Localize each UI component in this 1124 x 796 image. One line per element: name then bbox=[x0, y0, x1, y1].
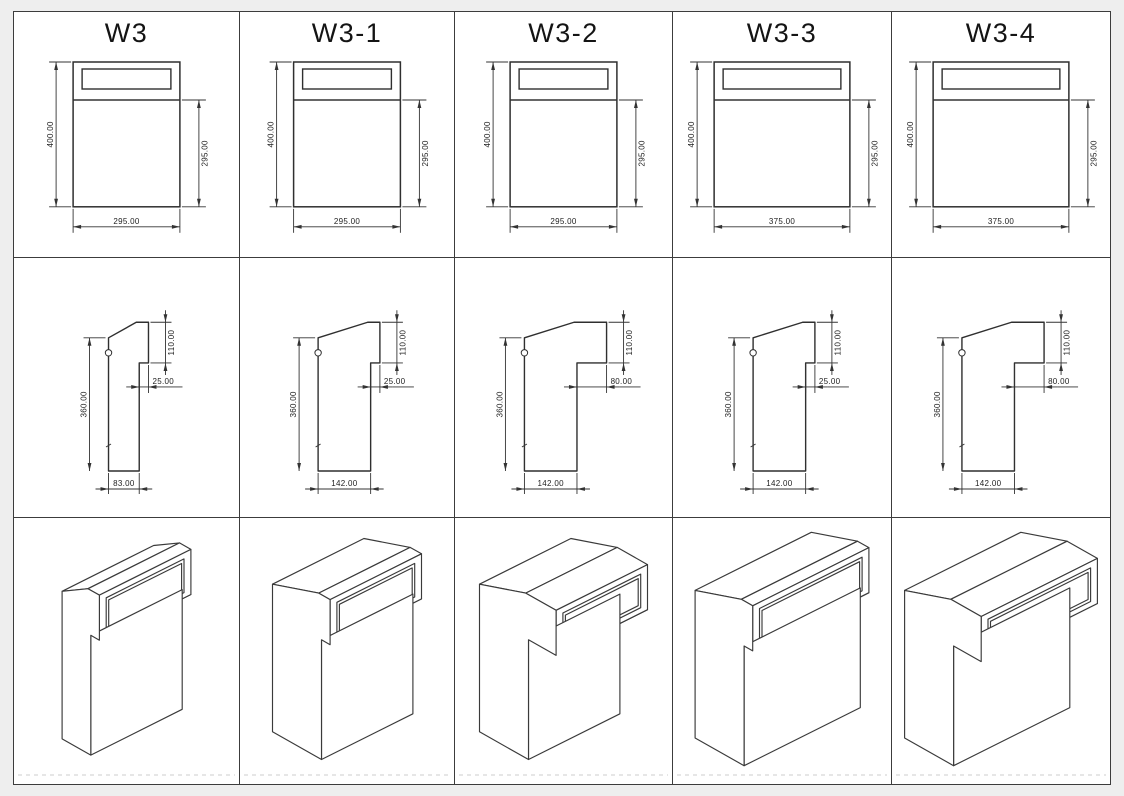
isometric-view-drawing bbox=[677, 531, 887, 776]
front-view-drawing: 400.00 295.00 375.00 bbox=[687, 61, 879, 233]
iso-view-cell bbox=[892, 518, 1110, 784]
side-view-cell: 360.00 110.00 25.00 142.00 bbox=[673, 258, 892, 518]
iso-view-cell bbox=[14, 518, 240, 784]
side-view-drawing: 360.00 110.00 80.00 142.00 bbox=[933, 310, 1079, 494]
svg-text:400.00: 400.00 bbox=[906, 121, 915, 148]
svg-text:25.00: 25.00 bbox=[819, 377, 841, 386]
svg-text:110.00: 110.00 bbox=[1063, 330, 1072, 356]
front-view-cell: W3-3 400.00 295.00 375.00 bbox=[673, 12, 892, 258]
svg-text:110.00: 110.00 bbox=[625, 330, 634, 356]
isometric-view-drawing bbox=[244, 537, 450, 776]
isometric-view-drawing bbox=[18, 542, 235, 776]
side-view-drawing: 360.00 110.00 25.00 142.00 bbox=[724, 310, 849, 494]
variant-title: W3-2 bbox=[528, 18, 599, 48]
svg-text:142.00: 142.00 bbox=[538, 479, 565, 488]
iso-view-cell bbox=[240, 518, 455, 784]
variant-title: W3-1 bbox=[311, 18, 383, 48]
svg-text:360.00: 360.00 bbox=[289, 391, 298, 418]
svg-text:360.00: 360.00 bbox=[933, 391, 942, 418]
variant-title: W3-3 bbox=[746, 18, 818, 48]
svg-text:110.00: 110.00 bbox=[833, 330, 842, 356]
svg-text:295.00: 295.00 bbox=[550, 217, 577, 226]
front-view-cell: W3 400.00 295.00 295.00 bbox=[14, 12, 240, 258]
svg-text:110.00: 110.00 bbox=[167, 330, 176, 356]
svg-text:400.00: 400.00 bbox=[46, 121, 55, 148]
front-view-cell: W3-1 400.00 295.00 295.00 bbox=[240, 12, 455, 258]
side-view-cell: 360.00 110.00 80.00 142.00 bbox=[892, 258, 1110, 518]
side-view-drawing: 360.00 110.00 25.00 83.00 bbox=[80, 310, 183, 494]
svg-text:25.00: 25.00 bbox=[152, 377, 174, 386]
svg-text:295.00: 295.00 bbox=[113, 217, 140, 226]
svg-text:80.00: 80.00 bbox=[1048, 377, 1070, 386]
svg-text:110.00: 110.00 bbox=[398, 330, 407, 356]
front-view-drawing: 400.00 295.00 375.00 bbox=[906, 61, 1098, 233]
svg-text:295.00: 295.00 bbox=[421, 140, 430, 167]
front-view-drawing: 400.00 295.00 295.00 bbox=[46, 61, 209, 233]
side-view-cell: 360.00 110.00 25.00 142.00 bbox=[240, 258, 455, 518]
front-view-drawing: 400.00 295.00 295.00 bbox=[267, 61, 430, 233]
variant-title: W3 bbox=[104, 18, 149, 48]
front-view-drawing: 400.00 295.00 295.00 bbox=[483, 61, 646, 233]
iso-view-cell bbox=[673, 518, 892, 784]
side-view-cell: 360.00 110.00 80.00 142.00 bbox=[455, 258, 673, 518]
svg-text:375.00: 375.00 bbox=[988, 217, 1015, 226]
svg-text:360.00: 360.00 bbox=[495, 391, 504, 418]
front-view-cell: W3-2 400.00 295.00 295.00 bbox=[455, 12, 673, 258]
isometric-view-drawing bbox=[459, 537, 668, 776]
side-view-cell: 360.00 110.00 25.00 83.00 bbox=[14, 258, 240, 518]
svg-text:83.00: 83.00 bbox=[113, 479, 135, 488]
svg-text:142.00: 142.00 bbox=[331, 479, 358, 488]
svg-text:142.00: 142.00 bbox=[766, 479, 793, 488]
iso-view-cell bbox=[455, 518, 673, 784]
side-view-drawing: 360.00 110.00 25.00 142.00 bbox=[289, 310, 414, 494]
svg-text:360.00: 360.00 bbox=[80, 391, 89, 418]
svg-text:295.00: 295.00 bbox=[637, 140, 646, 167]
svg-text:400.00: 400.00 bbox=[267, 121, 276, 148]
svg-text:25.00: 25.00 bbox=[384, 377, 406, 386]
svg-text:295.00: 295.00 bbox=[200, 140, 209, 167]
svg-text:142.00: 142.00 bbox=[975, 479, 1002, 488]
side-view-drawing: 360.00 110.00 80.00 142.00 bbox=[495, 310, 641, 494]
svg-text:80.00: 80.00 bbox=[611, 377, 633, 386]
front-view-cell: W3-4 400.00 295.00 375.00 bbox=[892, 12, 1110, 258]
svg-text:400.00: 400.00 bbox=[483, 121, 492, 148]
svg-text:400.00: 400.00 bbox=[687, 121, 696, 148]
variant-title: W3-4 bbox=[965, 18, 1037, 48]
svg-text:375.00: 375.00 bbox=[769, 217, 796, 226]
drawing-sheet: W3 400.00 295.00 295.00 W3-1 400.00 295.00 2… bbox=[13, 11, 1111, 785]
svg-text:295.00: 295.00 bbox=[334, 217, 361, 226]
isometric-view-drawing bbox=[896, 531, 1106, 776]
svg-text:295.00: 295.00 bbox=[1089, 140, 1098, 167]
svg-text:295.00: 295.00 bbox=[870, 140, 879, 167]
svg-text:360.00: 360.00 bbox=[724, 391, 733, 418]
